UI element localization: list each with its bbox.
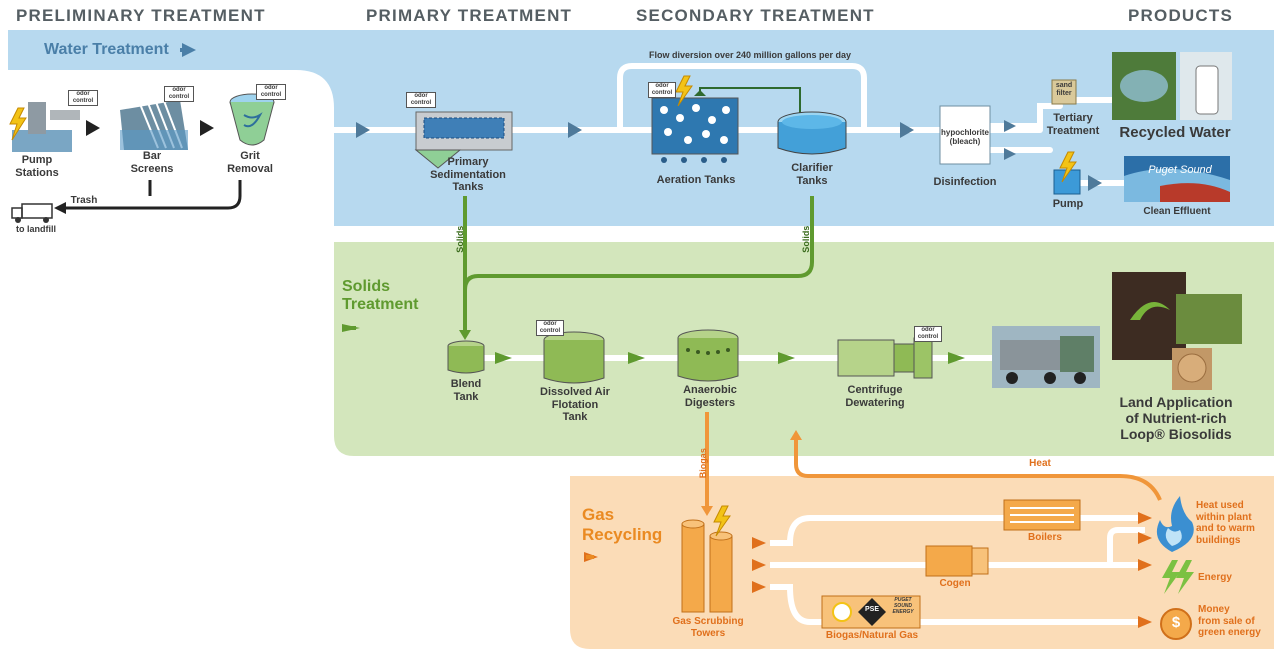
money-label: Money from sale of green energy bbox=[1198, 604, 1261, 638]
pse-name-label: PUGET SOUND ENERGY bbox=[892, 597, 914, 615]
odor-control-tag-pump: odor control bbox=[68, 90, 98, 106]
energy-label: Energy bbox=[1198, 572, 1232, 583]
flow-diversion-label: Flow diversion over 240 million gallons … bbox=[648, 50, 852, 60]
sand-filter-label: sand filter bbox=[1055, 82, 1073, 98]
aeration-tanks-label: Aeration Tanks bbox=[656, 174, 736, 186]
header-products: PRODUCTS bbox=[1128, 6, 1233, 25]
pump-station-icon bbox=[9, 102, 80, 152]
pump-label: Pump bbox=[1052, 198, 1084, 210]
daf-tank-icon bbox=[543, 331, 605, 384]
heat-used-label: Heat used within plant and to warm build… bbox=[1196, 500, 1255, 546]
grit-removal-icon bbox=[229, 93, 275, 146]
puget-sound-label: Puget Sound bbox=[1148, 164, 1212, 176]
tertiary-treatment-label: Tertiary Treatment bbox=[1046, 112, 1100, 137]
clarifier-tanks-label: Clarifier Tanks bbox=[791, 162, 833, 187]
dollar-coin-icon bbox=[1160, 608, 1192, 640]
to-landfill-label: to landfill bbox=[16, 224, 56, 234]
pump-icon bbox=[1053, 151, 1081, 195]
clean-effluent-label: Clean Effluent bbox=[1143, 206, 1211, 217]
trash-label: Trash bbox=[70, 195, 98, 206]
recycled-water-label: Recycled Water bbox=[1119, 124, 1231, 141]
dollar-sign: $ bbox=[1171, 614, 1181, 631]
odor-control-tag-daf: odor control bbox=[536, 320, 564, 336]
solids-left-label: Solids bbox=[454, 225, 465, 253]
primary-sedimentation-icon bbox=[414, 111, 513, 169]
cogen-icon bbox=[925, 545, 989, 577]
pse-label: PSE bbox=[864, 606, 879, 613]
odor-control-tag-aeration: odor control bbox=[648, 82, 676, 98]
biogas-label: Biogas bbox=[697, 448, 708, 479]
blend-tank-icon bbox=[447, 340, 485, 374]
header-primary: PRIMARY TREATMENT bbox=[366, 6, 573, 25]
header-secondary: SECONDARY TREATMENT bbox=[636, 6, 875, 25]
gas-recycling-title: Gas Recycling bbox=[582, 505, 663, 544]
hypochlorite-tank-icon bbox=[939, 105, 991, 165]
landfill-truck-icon bbox=[11, 203, 53, 223]
gas-scrubbing-towers-label: Gas Scrubbing Towers bbox=[672, 616, 744, 639]
grit-removal-label: Grit Removal bbox=[227, 150, 273, 175]
flame-icon bbox=[1156, 496, 1194, 552]
odor-control-tag-primary: odor control bbox=[406, 92, 436, 108]
anaerobic-digesters-label: Anaerobic Digesters bbox=[683, 384, 737, 409]
odor-control-tag-grit: odor control bbox=[256, 84, 286, 100]
solids-treatment-title: Solids Treatment bbox=[342, 278, 419, 314]
pump-stations-label: Pump Stations bbox=[15, 154, 59, 179]
cogen-label: Cogen bbox=[939, 578, 971, 589]
recycled-water-photos bbox=[1112, 52, 1232, 120]
biogas-natural-gas-icon bbox=[821, 595, 921, 629]
hypochlorite-label: hypochlorite (bleach) bbox=[940, 128, 989, 147]
biosolids-truck-photo bbox=[992, 326, 1100, 388]
heat-label: Heat bbox=[1029, 458, 1051, 469]
odor-control-tag-bars: odor control bbox=[164, 86, 194, 102]
water-treatment-title: Water Treatment bbox=[44, 41, 169, 58]
centrifuge-icon bbox=[837, 337, 933, 379]
land-application-photos bbox=[1112, 272, 1242, 390]
clarifier-tank-icon bbox=[777, 111, 847, 155]
biogas-natural-gas-label: Biogas/Natural Gas bbox=[825, 630, 919, 641]
land-application-label: Land Application of Nutrient-rich Loop® … bbox=[1119, 394, 1233, 443]
puget-sound-graphic bbox=[1124, 156, 1230, 202]
disinfection-label: Disinfection bbox=[933, 176, 997, 188]
anaerobic-digester-icon bbox=[677, 329, 739, 382]
boilers-label: Boilers bbox=[1028, 532, 1062, 543]
solids-treatment-band bbox=[334, 242, 1274, 456]
energy-bolts-icon bbox=[1162, 560, 1194, 594]
sand-filter-icon bbox=[1051, 79, 1077, 105]
centrifuge-dewatering-label: Centrifuge Dewatering bbox=[845, 384, 905, 409]
aeration-tanks-icon bbox=[651, 75, 801, 163]
bar-screens-icon bbox=[120, 100, 188, 150]
header-preliminary: PRELIMINARY TREATMENT bbox=[16, 6, 266, 25]
bar-screens-label: Bar Screens bbox=[130, 150, 174, 175]
blend-tank-label: Blend Tank bbox=[450, 378, 482, 403]
odor-control-tag-centrifuge: odor control bbox=[914, 326, 942, 342]
solids-right-label: Solids bbox=[800, 225, 811, 253]
boilers-icon bbox=[1003, 499, 1081, 531]
primary-sedimentation-label: Primary Sedimentation Tanks bbox=[430, 156, 506, 194]
daf-tank-label: Dissolved Air Flotation Tank bbox=[540, 386, 610, 424]
gas-scrubbing-towers-icon bbox=[681, 505, 733, 613]
